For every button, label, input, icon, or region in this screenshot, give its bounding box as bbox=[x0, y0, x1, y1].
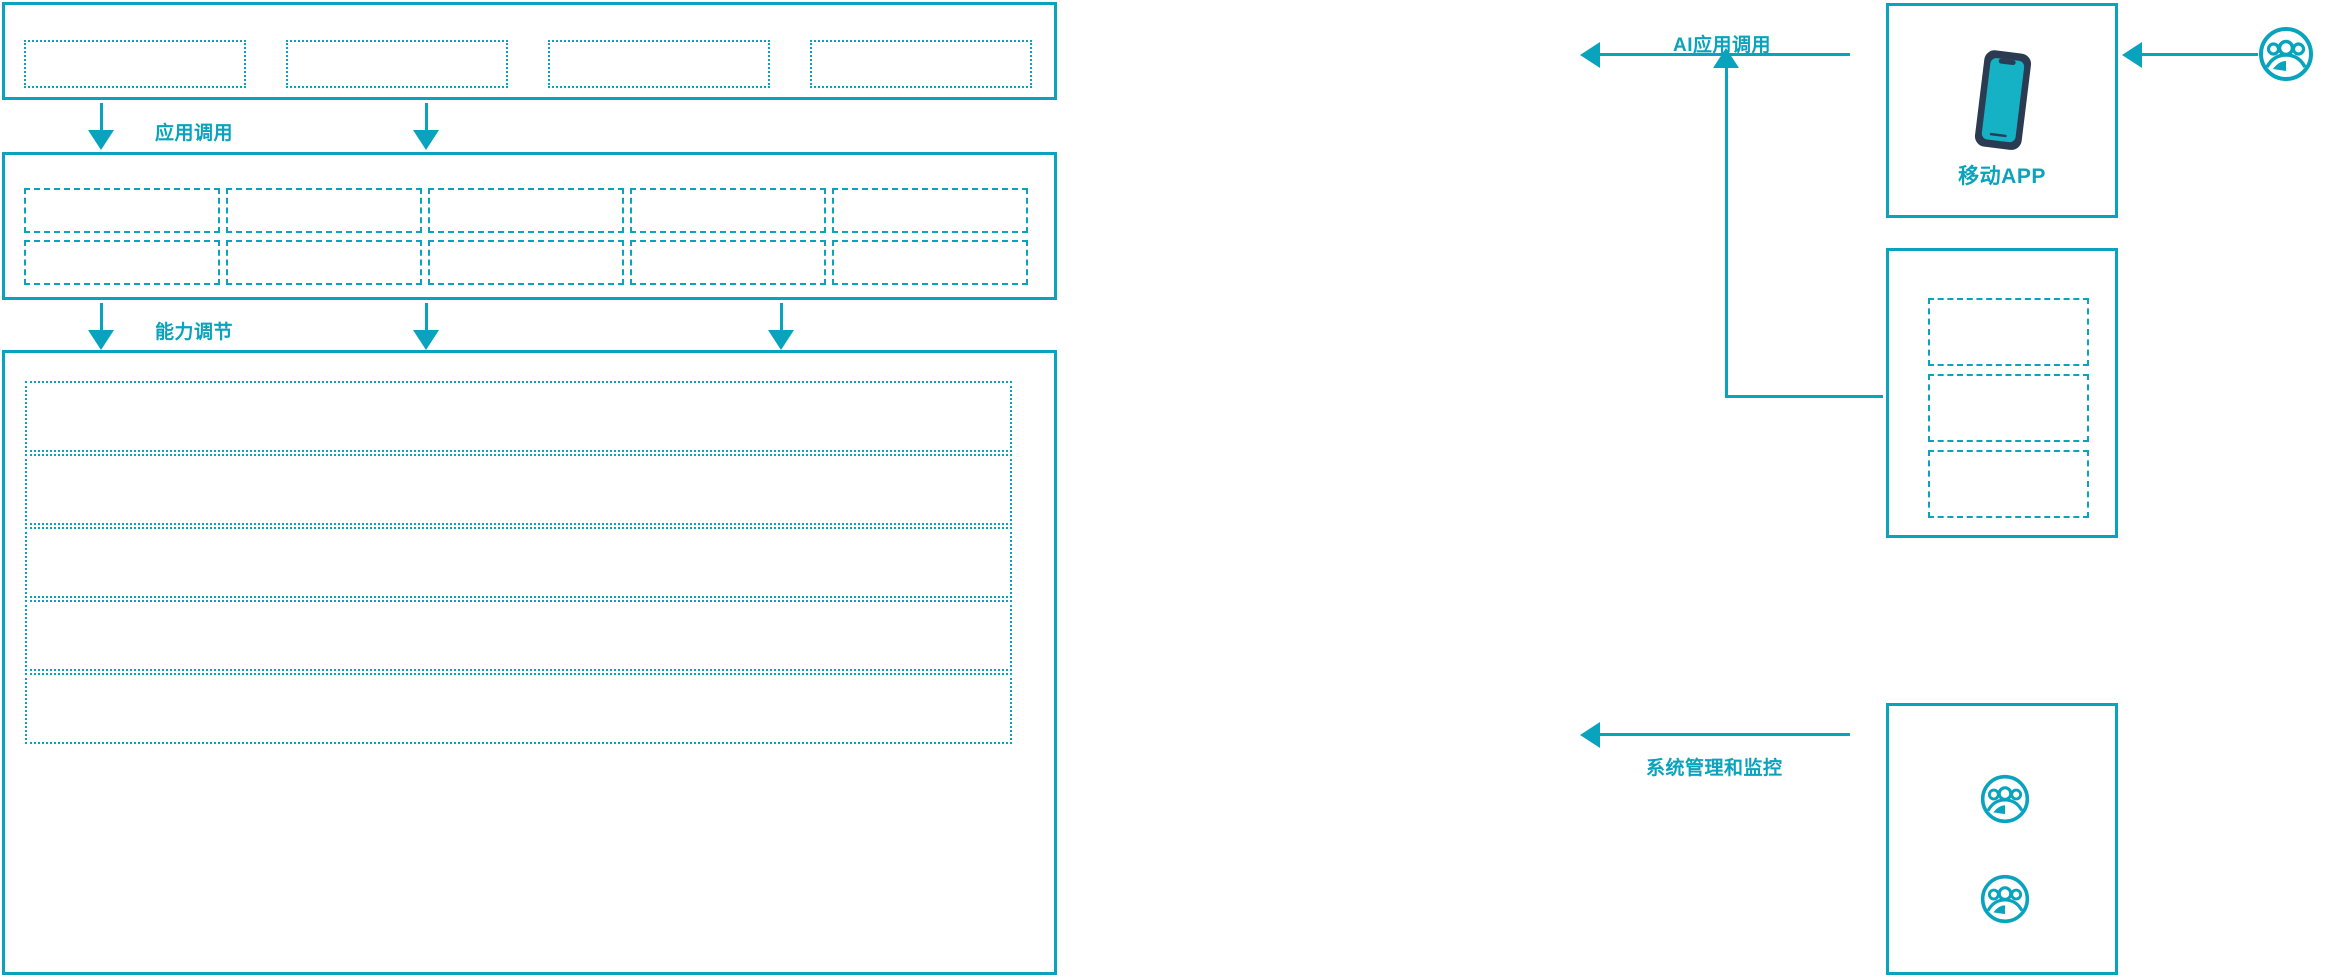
app-call-arrow-line-2 bbox=[425, 103, 428, 137]
application-slot-4[interactable] bbox=[810, 40, 1032, 88]
system-admin-monitor-label: 系统管理和监控 bbox=[1646, 758, 1783, 779]
capability-slot-r2c3[interactable] bbox=[428, 240, 624, 285]
app-call-arrow-line-1 bbox=[100, 103, 103, 137]
application-layer-container bbox=[2, 2, 1057, 100]
capability-slot-r2c4[interactable] bbox=[630, 240, 826, 285]
capability-tuning-arrow-head-1 bbox=[88, 330, 114, 350]
platform-row-2[interactable] bbox=[25, 454, 1012, 525]
app-call-label: 应用调用 bbox=[155, 123, 234, 144]
capability-layer-container bbox=[2, 152, 1057, 300]
mobile-app-caption: 移动APP bbox=[1958, 165, 2046, 188]
platform-row-4[interactable] bbox=[25, 600, 1012, 671]
ai-app-call-arrow-head bbox=[1580, 42, 1600, 68]
capability-tuning-label: 能力调节 bbox=[155, 322, 234, 343]
app-call-arrow-head-1 bbox=[88, 130, 114, 150]
capability-slot-r2c2[interactable] bbox=[226, 240, 422, 285]
capability-slot-r1c1[interactable] bbox=[24, 188, 220, 233]
platform-row-5[interactable] bbox=[25, 673, 1012, 744]
middle-right-slot-2[interactable] bbox=[1928, 374, 2089, 442]
app-call-arrow-head-2 bbox=[413, 130, 439, 150]
middle-right-slot-3[interactable] bbox=[1928, 450, 2089, 518]
application-slot-1[interactable] bbox=[24, 40, 246, 88]
platform-row-1[interactable] bbox=[25, 381, 1012, 452]
capability-slot-r2c5[interactable] bbox=[832, 240, 1028, 285]
system-admin-arrow-line bbox=[1600, 733, 1850, 736]
middle-right-slot-1[interactable] bbox=[1928, 298, 2089, 366]
middle-panel-connector-vertical bbox=[1725, 68, 1728, 398]
capability-tuning-arrow-head-2 bbox=[413, 330, 439, 350]
ai-app-call-label: AI应用调用 bbox=[1673, 35, 1772, 56]
capability-slot-r1c2[interactable] bbox=[226, 188, 422, 233]
middle-right-panel bbox=[1886, 248, 2118, 538]
users-group-icon-admin-2[interactable] bbox=[1980, 874, 2030, 924]
external-user-arrow-head bbox=[2122, 42, 2142, 68]
capability-tuning-arrow-line-1 bbox=[100, 303, 103, 337]
smartphone-icon bbox=[1965, 45, 2039, 155]
platform-row-3[interactable] bbox=[25, 527, 1012, 598]
application-slot-3[interactable] bbox=[548, 40, 770, 88]
users-group-icon-admin-1[interactable] bbox=[1980, 774, 2030, 824]
external-user-arrow-line bbox=[2140, 53, 2258, 56]
capability-tuning-arrow-line-3 bbox=[780, 303, 783, 337]
capability-slot-r2c1[interactable] bbox=[24, 240, 220, 285]
capability-slot-r1c3[interactable] bbox=[428, 188, 624, 233]
middle-panel-connector-horizontal bbox=[1725, 395, 1883, 398]
capability-slot-r1c5[interactable] bbox=[832, 188, 1028, 233]
system-admin-arrow-head bbox=[1580, 722, 1600, 748]
capability-tuning-arrow-line-2 bbox=[425, 303, 428, 337]
capability-tuning-arrow-head-3 bbox=[768, 330, 794, 350]
application-slot-2[interactable] bbox=[286, 40, 508, 88]
capability-slot-r1c4[interactable] bbox=[630, 188, 826, 233]
admin-panel bbox=[1886, 703, 2118, 975]
users-group-icon-external bbox=[2258, 26, 2314, 82]
middle-panel-connector-arrow-head bbox=[1713, 48, 1739, 68]
